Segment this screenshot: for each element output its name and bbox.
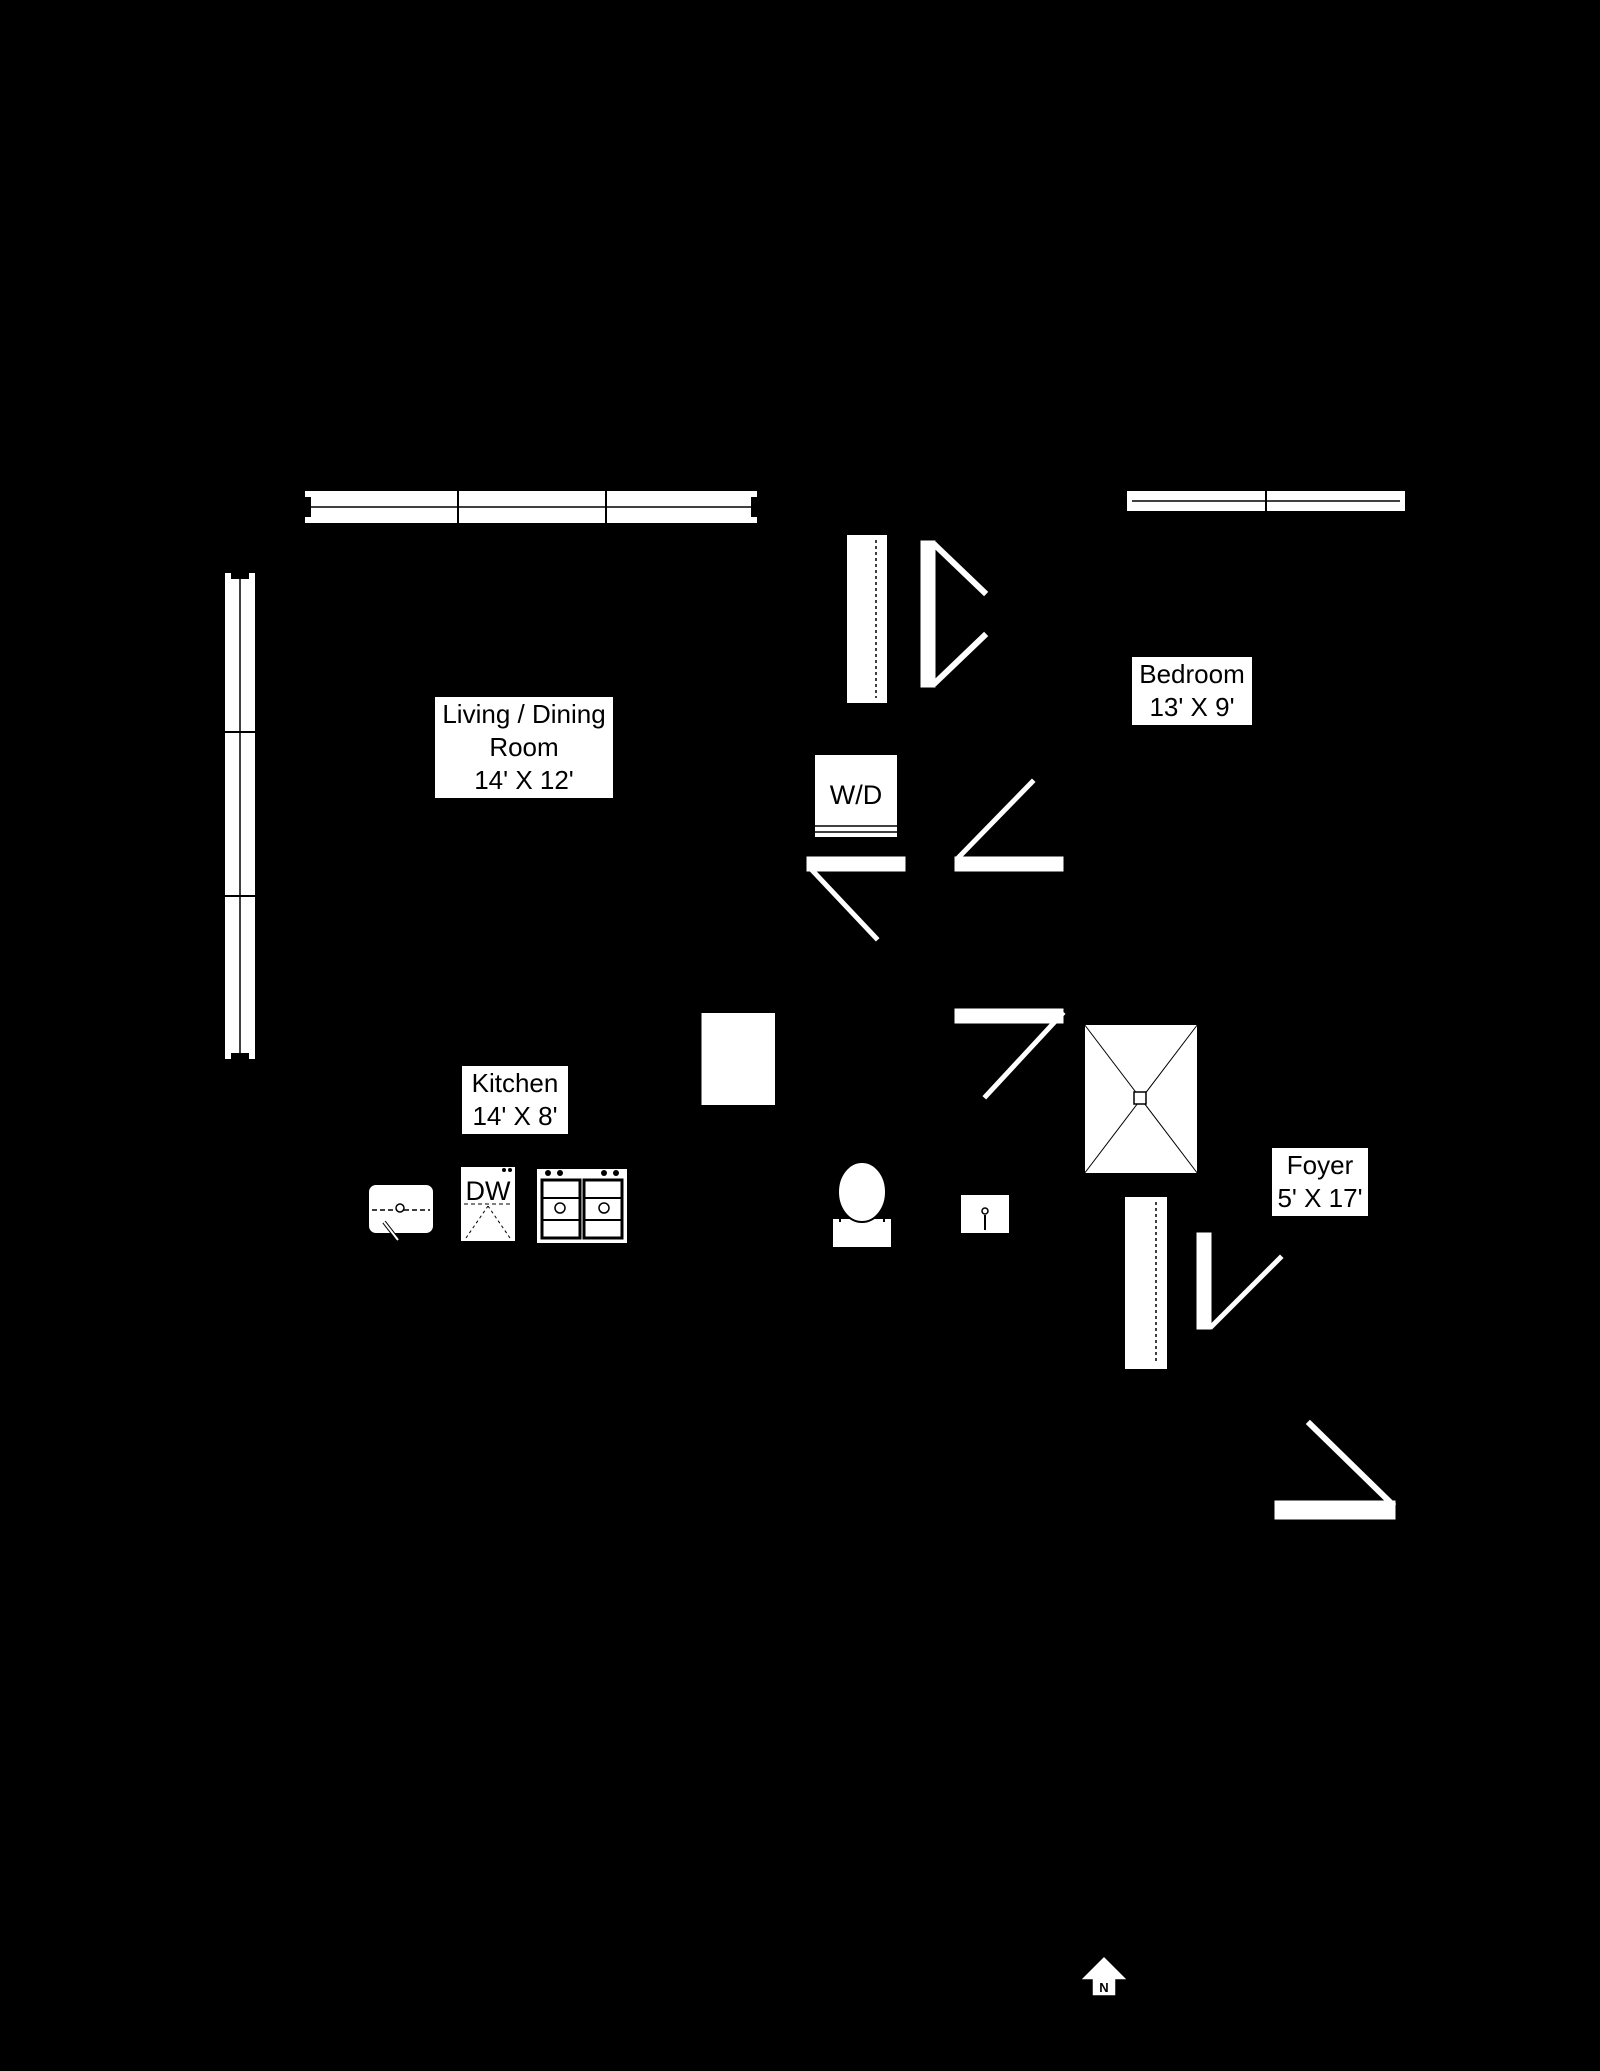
room-label-bedroom: Bedroom 13' X 9' — [1132, 657, 1252, 725]
room-size-kitchen: 14' X 8' — [472, 1101, 558, 1131]
door-bathroom — [953, 1007, 1066, 1100]
room-name-bedroom: Bedroom — [1139, 659, 1245, 689]
kitchen-sink — [367, 1183, 435, 1242]
window-living-top — [303, 489, 759, 525]
room-size-foyer: 5' X 17' — [1277, 1183, 1363, 1213]
north-arrow-icon — [1078, 1954, 1130, 1997]
dishwasher — [459, 1165, 517, 1243]
room-label-kitchen: Kitchen 14' X 8' — [462, 1066, 568, 1134]
door-entry — [1273, 1419, 1397, 1521]
room-name-living: Living / Dining — [442, 699, 606, 729]
room-label-living: Living / Dining Room 14' X 12' — [435, 697, 613, 798]
washer-dryer — [813, 753, 899, 839]
stove — [535, 1167, 629, 1245]
closet-bedroom — [845, 533, 889, 705]
washer-dryer-label: W/D — [830, 780, 882, 810]
door-bedroom-closet — [919, 539, 989, 689]
door-foyer-closet — [1195, 1231, 1284, 1331]
room-name-kitchen: Kitchen — [471, 1068, 559, 1098]
room-name-foyer: Foyer — [1286, 1150, 1354, 1180]
closet-foyer — [1123, 1195, 1169, 1371]
window-bedroom-top — [1125, 489, 1407, 513]
compass-label: N — [1099, 1980, 1108, 1995]
door-wd-closet — [805, 855, 907, 942]
shower — [1083, 1023, 1199, 1175]
door-bedroom — [953, 778, 1065, 873]
window-living-left — [223, 571, 257, 1061]
room-size-living: 14' X 12' — [474, 765, 574, 795]
room-name-living-2: Room — [489, 732, 559, 762]
room-size-bedroom: 13' X 9' — [1149, 692, 1235, 722]
room-label-foyer: Foyer 5' X 17' — [1272, 1148, 1368, 1216]
refrigerator — [698, 1011, 777, 1107]
dishwasher-label: DW — [466, 1176, 511, 1206]
bathroom-sink — [959, 1193, 1011, 1235]
toilet — [831, 1161, 893, 1249]
